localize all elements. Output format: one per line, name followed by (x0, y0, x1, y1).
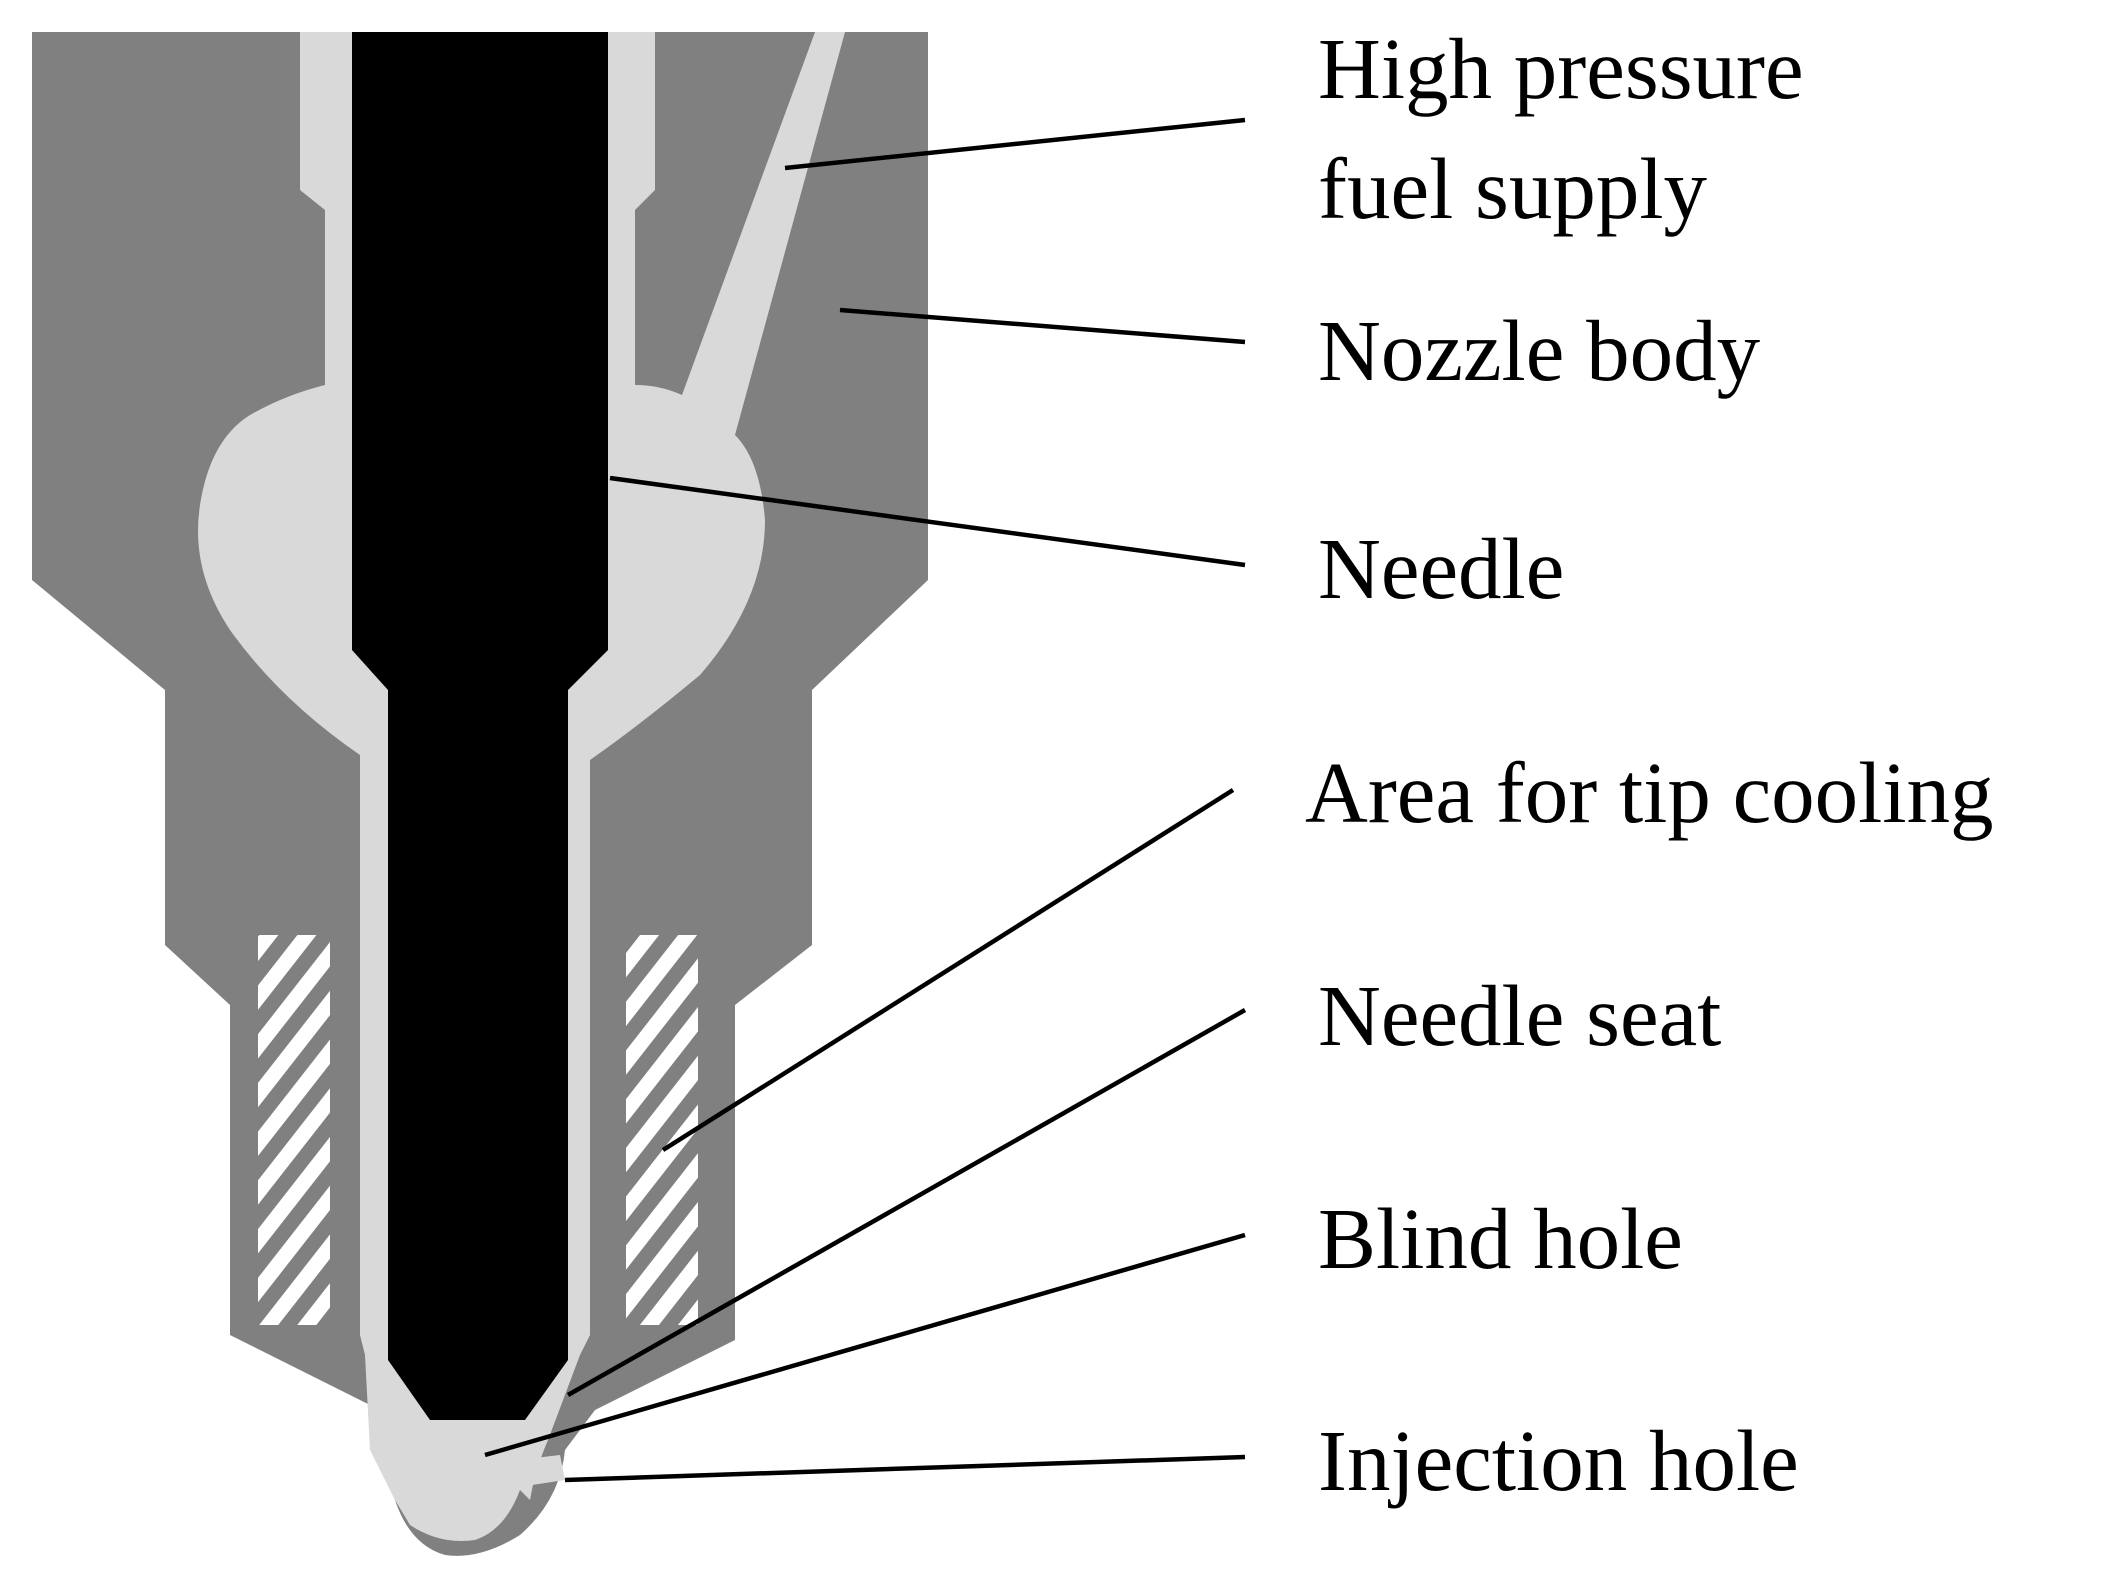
label-fuel-supply-line1: High pressure (1318, 20, 1804, 117)
leader-blind-hole (484, 1232, 1246, 1458)
tip-cooling-area-right (626, 935, 698, 1325)
leader-tip-cooling (661, 788, 1235, 1152)
label-blind-hole: Blind hole (1318, 1190, 1683, 1287)
blind-hole-sac (440, 1457, 510, 1505)
needle (352, 32, 608, 1420)
label-injection-hole: Injection hole (1318, 1412, 1799, 1509)
label-needle-seat: Needle seat (1318, 967, 1721, 1064)
label-needle: Needle (1318, 520, 1564, 617)
label-nozzle-body: Nozzle body (1318, 302, 1761, 399)
label-tip-cooling: Area for tip cooling (1305, 744, 1994, 841)
leader-injection-hole (564, 1454, 1246, 1483)
tip-cooling-area-left (258, 935, 330, 1325)
leader-fuel-supply (784, 117, 1246, 171)
leader-needle-seat (566, 1008, 1247, 1397)
leader-needle (609, 475, 1246, 568)
label-fuel-supply-line2: fuel supply (1318, 140, 1708, 237)
leader-nozzle-body (839, 307, 1246, 345)
